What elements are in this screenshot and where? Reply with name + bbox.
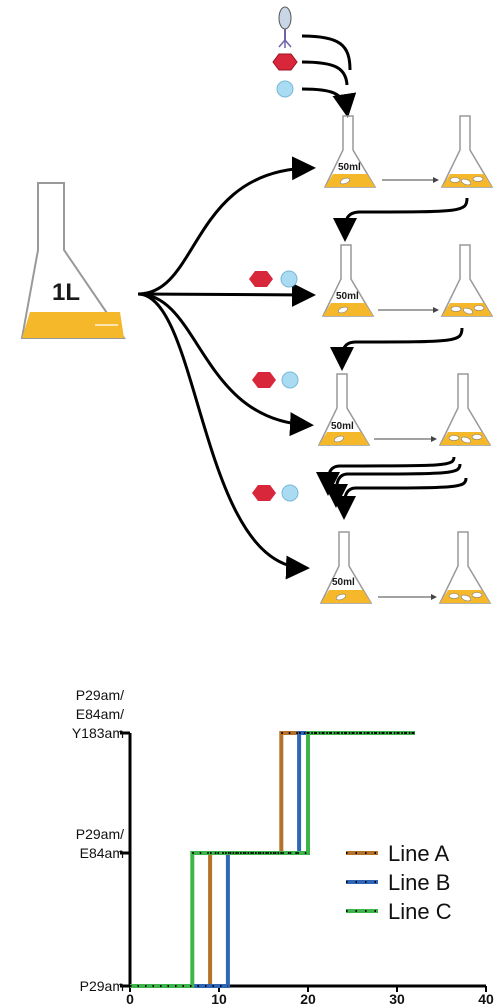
small-flask-label: 50ml: [331, 421, 354, 432]
small-flask-grown: [438, 531, 492, 604]
series-line-line-a: [130, 731, 415, 988]
flask-row-2: 50ml: [321, 244, 494, 317]
small-flask-start: 50ml: [319, 531, 373, 604]
sphere-icon: [276, 80, 294, 98]
branch-arrows: [137, 156, 316, 580]
x-ticks: 0 10 20 30 40: [126, 986, 494, 1006]
legend: Line A Line B Line C: [346, 841, 452, 924]
big-flask-label: 1L: [52, 279, 80, 306]
series-line-line-c: [130, 731, 415, 988]
transfer-arrows-3: [316, 456, 468, 520]
y-tick-label: E84am: [80, 845, 124, 861]
x-tick-label: 0: [126, 991, 134, 1006]
small-flask-start: 50ml: [323, 115, 377, 188]
y-tick-label: P29am: [80, 978, 124, 994]
small-flask-grown: [440, 115, 494, 188]
additive-pair-3: [252, 371, 299, 389]
transfer-arrow-2: [330, 327, 464, 371]
legend-label: Line C: [388, 899, 452, 924]
flask-row-4: 50ml: [319, 531, 492, 604]
additive-pair-4: [252, 484, 299, 502]
small-flask-label: 50ml: [338, 162, 361, 173]
series-line-line-b: [130, 731, 415, 988]
series-group: [130, 731, 415, 988]
flask-row-1: 50ml: [323, 115, 494, 188]
x-tick-label: 40: [478, 991, 494, 1006]
y-tick-label: E84am/: [76, 706, 124, 722]
legend-label: Line B: [388, 870, 450, 895]
x-tick-label: 10: [211, 991, 227, 1006]
additive-pair-2: [249, 270, 298, 288]
big-flask: 1L: [20, 182, 126, 339]
y-tick-label: Y183am: [72, 725, 124, 741]
small-flask-start: 50ml: [321, 244, 375, 317]
small-flask-grown: [440, 244, 494, 317]
x-tick-label: 30: [389, 991, 405, 1006]
small-flask-start: 50ml: [317, 373, 371, 446]
small-flask-label: 50ml: [332, 577, 355, 588]
legend-label: Line A: [388, 841, 449, 866]
x-tick-label: 20: [300, 991, 316, 1006]
y-ticks: P29am P29am/E84am P29am/E84am/Y183am: [72, 687, 130, 994]
phage-icon: [278, 6, 292, 48]
step-chart: P29am P29am/E84am P29am/E84am/Y183am 0 10 20…: [72, 687, 494, 1006]
y-tick-label: P29am/: [76, 687, 124, 703]
small-flask-label: 50ml: [336, 291, 359, 302]
flask-row-3: 50ml: [317, 373, 492, 446]
hexagon-icon: [272, 53, 298, 71]
y-tick-label: P29am/: [76, 826, 124, 842]
small-flask-grown: [438, 373, 492, 446]
additive-merge-arrows: [301, 34, 357, 118]
transfer-arrow-1: [333, 197, 469, 242]
